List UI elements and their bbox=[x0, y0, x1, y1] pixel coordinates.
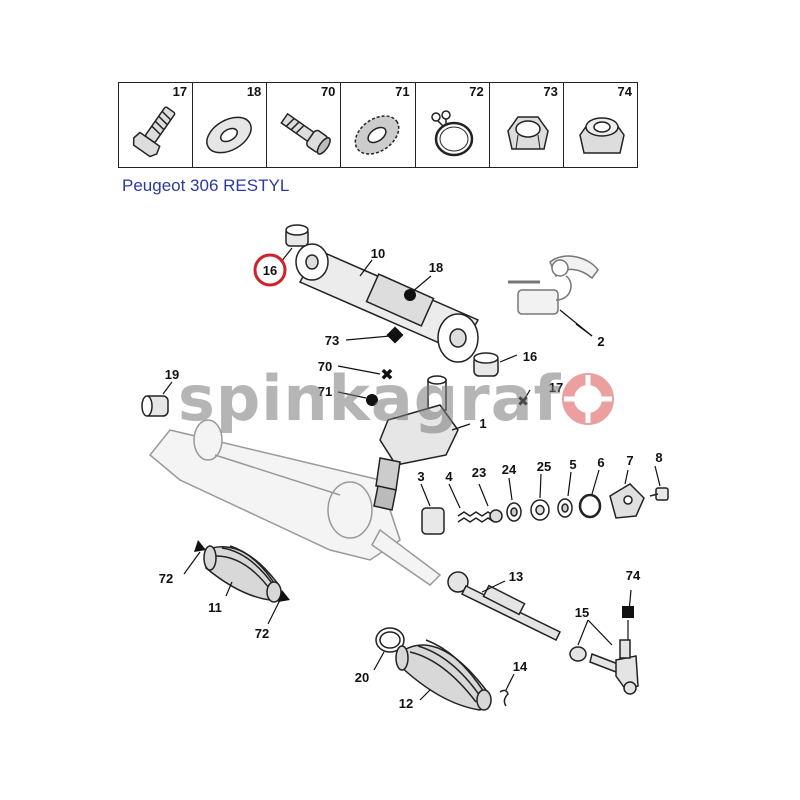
legend-cell-70: 70 bbox=[267, 83, 342, 167]
bushing-16-top bbox=[285, 224, 309, 247]
yoke-assembly-parts bbox=[421, 483, 669, 535]
triangle-symbol-72b bbox=[278, 590, 290, 602]
bellows-boot-12 bbox=[395, 639, 492, 711]
dot-symbol-71 bbox=[366, 394, 378, 406]
legend-number: 71 bbox=[395, 84, 410, 99]
tie-rod-end-15 bbox=[569, 639, 639, 695]
callout-24: 24 bbox=[502, 462, 517, 477]
square-symbol-74 bbox=[622, 606, 634, 618]
hydraulic-pipes bbox=[508, 255, 599, 315]
legend-cell-72: 72 bbox=[416, 83, 490, 167]
diamond-symbol-73 bbox=[386, 326, 404, 344]
callout-20: 20 bbox=[355, 670, 369, 685]
lock-nut-icon bbox=[579, 117, 625, 154]
watermark-lifebuoy-icon bbox=[562, 373, 614, 425]
legend-number: 74 bbox=[617, 84, 632, 99]
bushing-19 bbox=[141, 395, 169, 417]
callout-74: 74 bbox=[626, 568, 641, 583]
callout-17: 17 bbox=[549, 380, 563, 395]
legend-cell-73: 73 bbox=[490, 83, 564, 167]
callout-3: 3 bbox=[417, 469, 424, 484]
pinion-valve-body bbox=[373, 375, 459, 511]
callout-18: 18 bbox=[429, 260, 443, 275]
callout-11: 11 bbox=[208, 600, 222, 615]
legend-number: 70 bbox=[320, 84, 336, 99]
lock-washer-icon bbox=[354, 115, 400, 155]
callout-25: 25 bbox=[537, 459, 551, 474]
callout-16-highlighted: 16 bbox=[263, 263, 277, 278]
legend-number: 73 bbox=[543, 84, 558, 99]
legend-number: 72 bbox=[469, 84, 484, 99]
legend-number: 18 bbox=[246, 84, 262, 99]
hex-socket-bolt-icon bbox=[280, 112, 332, 155]
callout-73: 73 bbox=[325, 333, 339, 348]
callout-14: 14 bbox=[513, 659, 528, 674]
legend-number: 17 bbox=[172, 84, 188, 99]
dot-symbol-18 bbox=[404, 289, 416, 301]
callout-23: 23 bbox=[472, 465, 486, 480]
diagram-caption: Peugeot 306 RESTYL bbox=[122, 176, 290, 195]
cross-symbol-17: ✖ bbox=[517, 394, 529, 410]
watermark-logo-text: spinkagraf bbox=[178, 362, 562, 435]
callout-16: 16 bbox=[523, 349, 537, 364]
callout-70: 70 bbox=[318, 359, 332, 374]
steering-rack-housing bbox=[148, 419, 442, 586]
legend-cell-74: 74 bbox=[564, 83, 637, 167]
callout-10: 10 bbox=[371, 246, 385, 261]
clamp-ring-icon bbox=[430, 110, 473, 157]
callout-5: 5 bbox=[569, 457, 576, 472]
callout-1: 1 bbox=[479, 416, 486, 431]
callout-19: 19 bbox=[165, 367, 179, 382]
triangle-symbol-72a bbox=[194, 540, 206, 552]
nut-icon bbox=[506, 116, 549, 150]
callout-71: 71 bbox=[318, 384, 332, 399]
callout-12: 12 bbox=[399, 696, 413, 711]
highlight-ring bbox=[253, 253, 287, 287]
tie-rod-13 bbox=[447, 571, 562, 642]
leader-lines bbox=[162, 247, 661, 701]
callout-72-right: 72 bbox=[255, 626, 269, 641]
bellows-boot-11 bbox=[203, 545, 282, 603]
callout-2: 2 bbox=[597, 334, 604, 349]
bushing-16-right bbox=[473, 352, 499, 377]
callout-13: 13 bbox=[509, 569, 523, 584]
callout-72-left: 72 bbox=[159, 571, 173, 586]
legend-cell-18: 18 bbox=[193, 83, 268, 167]
callout-15: 15 bbox=[575, 605, 589, 620]
callout-4: 4 bbox=[445, 469, 453, 484]
legend-cell-71: 71 bbox=[341, 83, 416, 167]
cross-symbol-70: ✖ bbox=[380, 365, 393, 384]
callout-6: 6 bbox=[597, 455, 604, 470]
callout-numbers: 16 10 18 2 73 16 70 71 17 19 1 3 4 23 24… bbox=[159, 246, 663, 711]
callout-symbols: ✖ ✖ bbox=[194, 289, 634, 618]
legend-cell-17: 17 bbox=[119, 83, 194, 167]
boot-clamp-20 bbox=[375, 627, 405, 653]
callout-8: 8 bbox=[655, 450, 662, 465]
washer-icon bbox=[206, 116, 252, 154]
bolt-icon bbox=[132, 106, 176, 158]
circlip-14 bbox=[499, 689, 509, 707]
fastener-legend-strip: 17 18 70 71 bbox=[118, 82, 638, 168]
callout-7: 7 bbox=[626, 453, 633, 468]
power-cylinder bbox=[295, 243, 480, 363]
